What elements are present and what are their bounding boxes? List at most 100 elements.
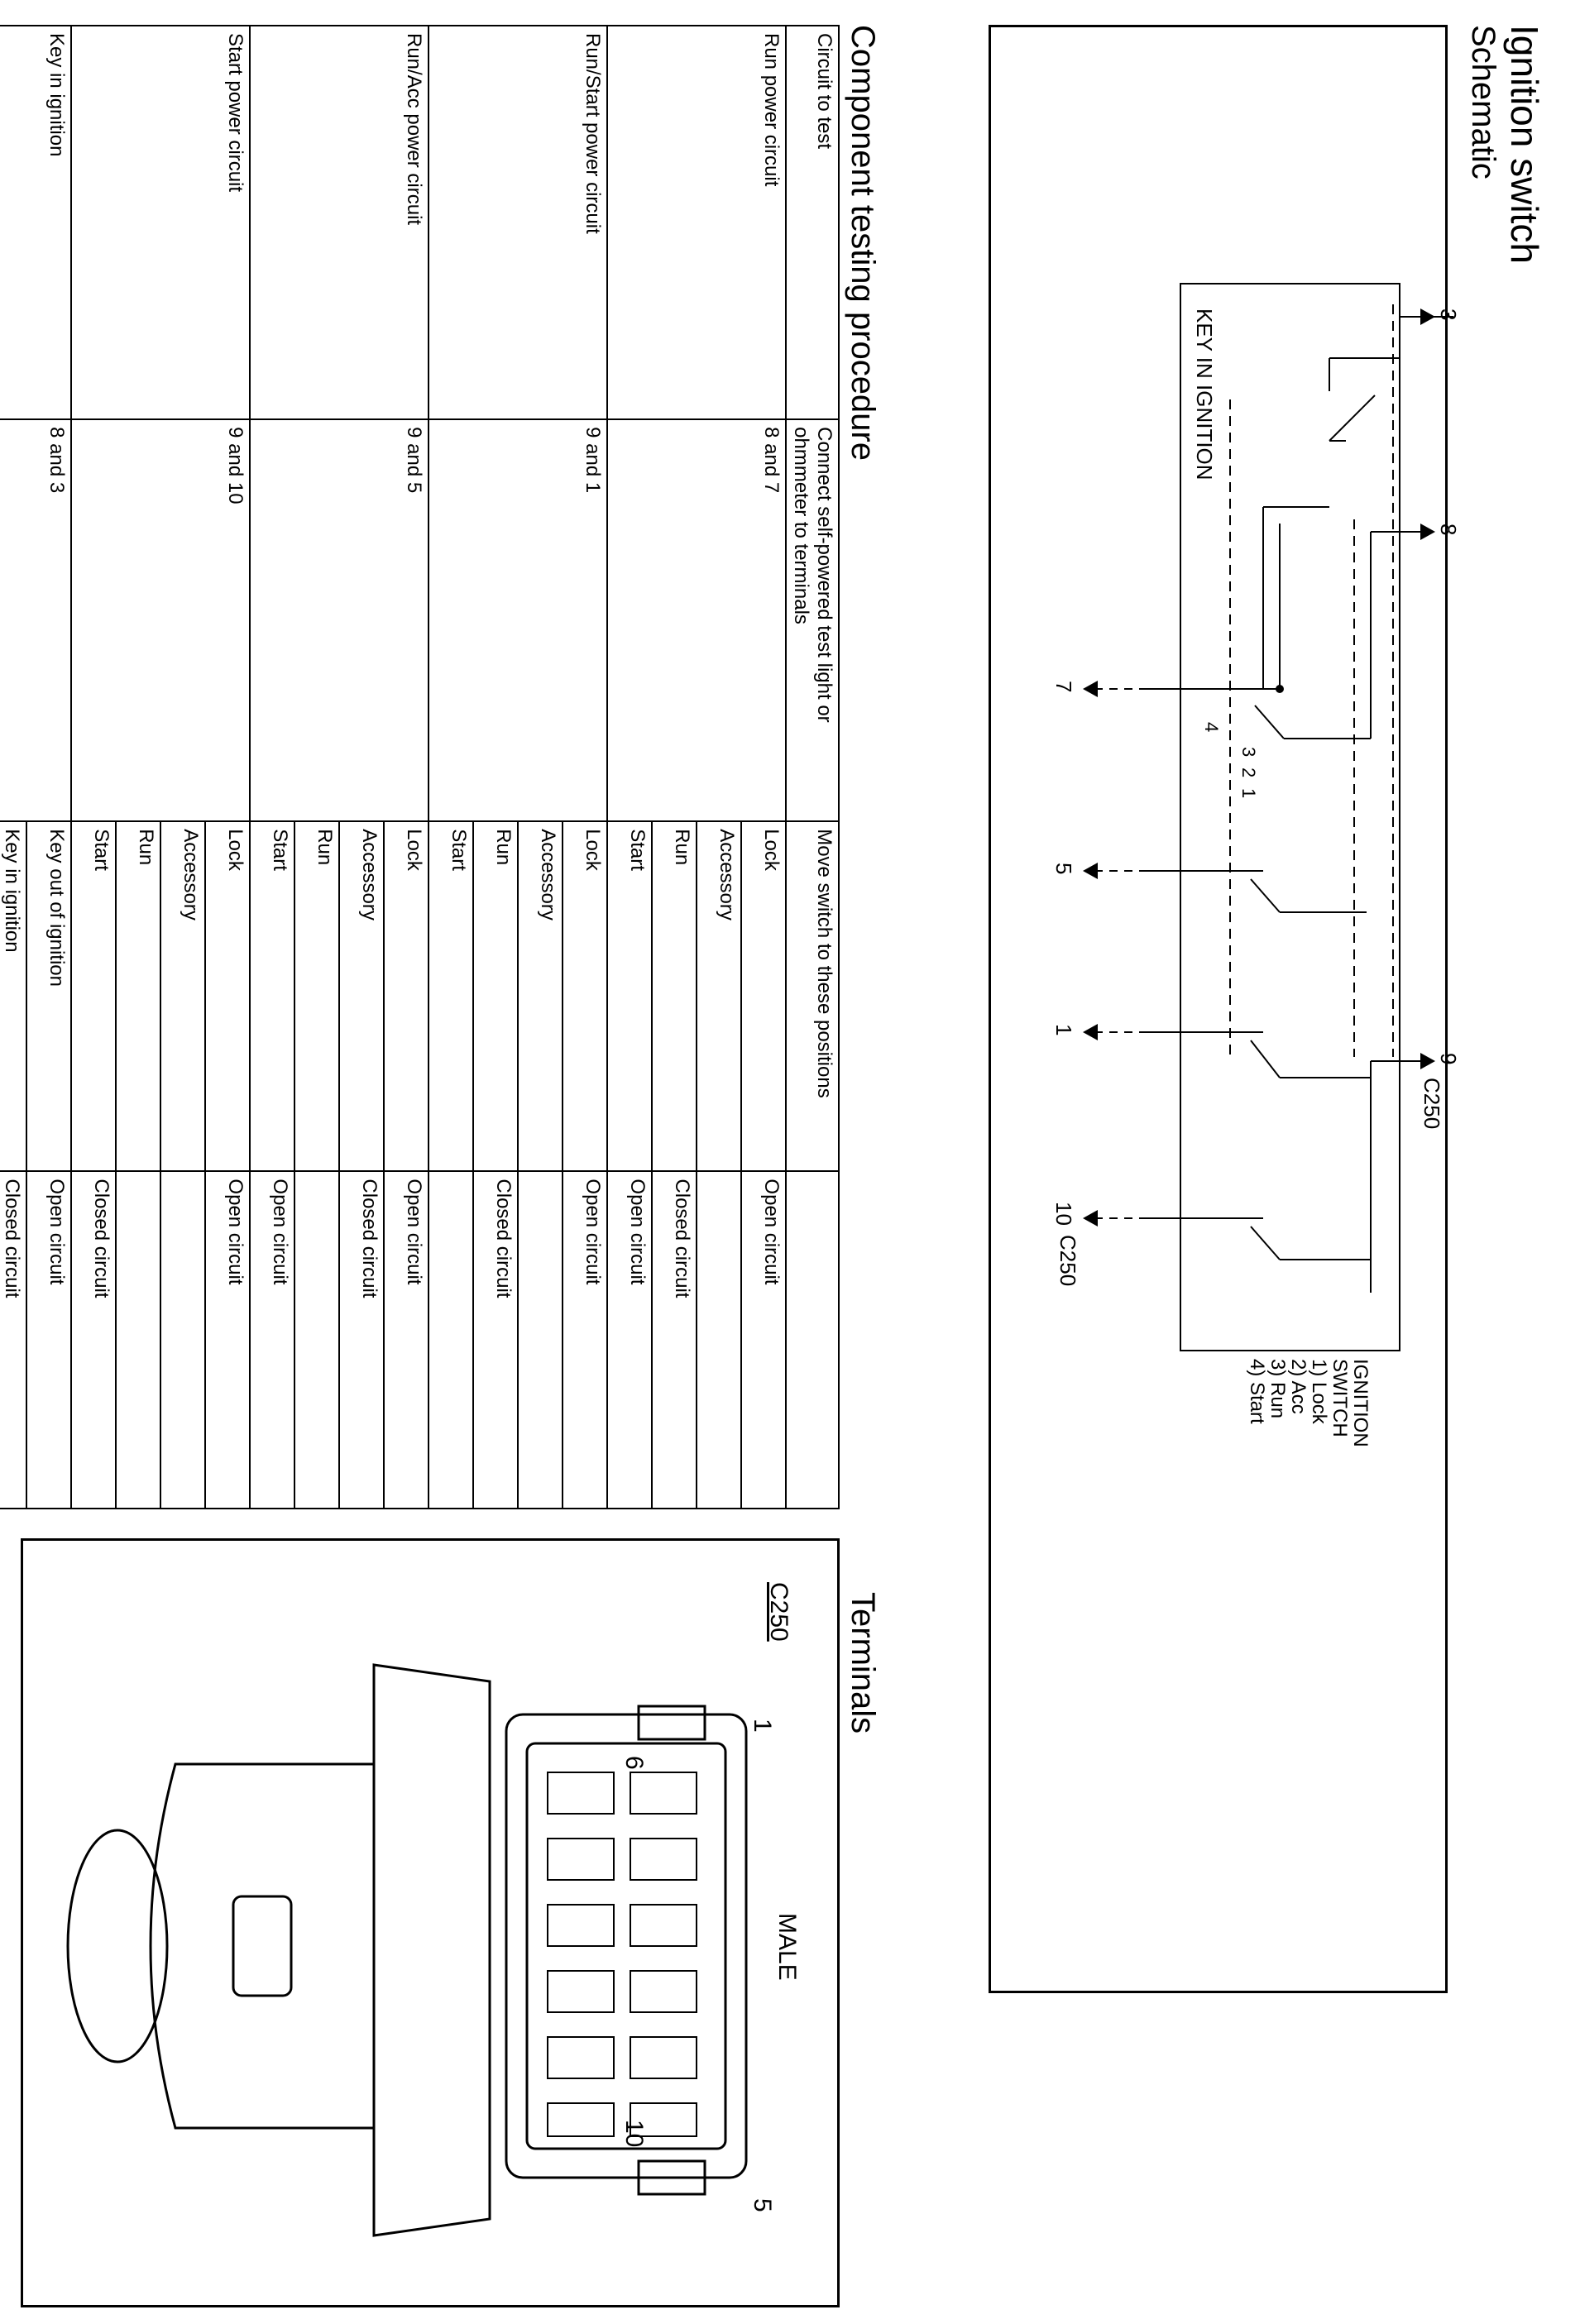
procedure-heading: Component testing procedure — [845, 25, 881, 461]
circuit-cell: Start power circuit — [71, 26, 250, 420]
circuit-cell: Run power circuit — [607, 26, 786, 420]
page-title: Ignition switch — [1503, 25, 1546, 264]
position-cell: Lock — [741, 821, 786, 1172]
terminal-3-arrow — [1420, 308, 1435, 325]
position-cell: Accessory — [160, 821, 205, 1172]
position-cell: Key in ignition — [0, 821, 26, 1172]
terminals-cell: 9 and 5 — [250, 419, 429, 822]
terminal-1-arrow — [1083, 1024, 1098, 1040]
pin-label-6: 6 — [620, 1756, 648, 1770]
position-cell: Accessory — [339, 821, 384, 1172]
switch-legend: IGNITION SWITCH 1) Lock 2) Acc 3) Run 4)… — [1246, 1359, 1372, 1447]
terminals-heading: Terminals — [845, 1592, 881, 1734]
terminals-frame: C250 1 6 10 5 MALE — [21, 1538, 840, 2307]
terminals-cell: 9 and 10 — [71, 419, 250, 822]
pos-4-label: 4 — [1201, 722, 1222, 732]
result-cell — [116, 1171, 160, 1509]
position-cell: Lock — [205, 821, 250, 1172]
connector-c250-top: C250 — [1420, 1078, 1444, 1129]
result-cell — [518, 1171, 563, 1509]
terminals-cell: 8 and 3 — [0, 419, 71, 822]
result-cell: Closed circuit — [652, 1171, 697, 1509]
pin-label-5: 5 — [749, 2198, 776, 2212]
terminal-1-label: 1 — [1051, 1024, 1076, 1035]
pin-label-1: 1 — [749, 1719, 776, 1733]
pos-1-label: 1 — [1238, 788, 1259, 798]
col-circuit: Circuit to test — [786, 26, 839, 420]
pos-3-label: 3 — [1238, 747, 1259, 757]
svg-text:IGNITION: IGNITION — [1349, 1359, 1372, 1447]
procedure-table: Circuit to test Connect self-powered tes… — [0, 25, 840, 1509]
key-cylinder — [66, 1829, 169, 2063]
circuit-cell: Key in ignition — [0, 26, 71, 420]
connector-face — [505, 1713, 748, 2179]
terminal-8-label: 8 — [1436, 524, 1461, 535]
terminal-7-arrow — [1083, 681, 1098, 697]
connector-body — [372, 1663, 491, 2237]
connector-name: C250 — [765, 1582, 792, 1642]
position-cell: Accessory — [518, 821, 563, 1172]
terminals-cell: 9 and 1 — [429, 419, 607, 822]
result-cell: Open circuit — [563, 1171, 607, 1509]
position-cell: Start — [71, 821, 116, 1172]
terminal-5-arrow — [1083, 863, 1098, 879]
position-cell: Run — [652, 821, 697, 1172]
circuit-cell: Run/Start power circuit — [429, 26, 607, 420]
result-cell — [697, 1171, 741, 1509]
position-cell: Run — [116, 821, 160, 1172]
result-cell: Closed circuit — [339, 1171, 384, 1509]
switch-barrel — [149, 1762, 374, 2130]
terminal-9-arrow — [1420, 1053, 1435, 1069]
result-cell: Open circuit — [26, 1171, 71, 1509]
terminal-10-label: 10 — [1051, 1202, 1076, 1226]
terminal-3-label: 3 — [1436, 308, 1461, 320]
position-cell: Run — [294, 821, 339, 1172]
col-result — [786, 1171, 839, 1509]
terminal-5-label: 5 — [1051, 863, 1076, 874]
col-positions: Move switch to these positions — [786, 821, 839, 1172]
position-cell: Accessory — [697, 821, 741, 1172]
result-cell: Open circuit — [250, 1171, 294, 1509]
col-terminals: Connect self-powered test light or ohmme… — [786, 419, 839, 822]
key-in-ignition-label: KEY IN IGNITION — [1192, 308, 1217, 481]
result-cell: Open circuit — [741, 1171, 786, 1509]
circuit-cell: Run/Acc power circuit — [250, 26, 429, 420]
result-cell: Open circuit — [607, 1171, 652, 1509]
terminal-7-label: 7 — [1051, 681, 1076, 692]
result-cell: Closed circuit — [473, 1171, 518, 1509]
svg-text:4) Start: 4) Start — [1246, 1359, 1268, 1424]
result-cell: Closed circuit — [0, 1171, 26, 1509]
result-cell — [160, 1171, 205, 1509]
result-cell: Open circuit — [205, 1171, 250, 1509]
ignition-switch-schematic: 3 8 7 5 1 9 10 C250 C250 KEY IN IGNITION… — [1051, 283, 1461, 1447]
pos-2-label: 2 — [1238, 767, 1259, 777]
result-cell — [294, 1171, 339, 1509]
pin-label-10: 10 — [620, 2120, 648, 2147]
svg-text:1) Lock: 1) Lock — [1308, 1359, 1330, 1425]
svg-text:SWITCH: SWITCH — [1329, 1359, 1351, 1437]
schematic-heading: Schematic — [1465, 25, 1501, 179]
result-cell: Closed circuit — [71, 1171, 116, 1509]
schematic-frame: 3 8 7 5 1 9 10 C250 C250 KEY IN IGNITION… — [989, 25, 1461, 1993]
terminal-9-label: 9 — [1436, 1053, 1461, 1064]
switch-housing — [1180, 283, 1400, 1351]
position-cell: Lock — [384, 821, 429, 1172]
connector-c250-bottom: C250 — [1056, 1235, 1080, 1286]
position-cell: Start — [250, 821, 294, 1172]
position-cell: Start — [607, 821, 652, 1172]
position-cell: Run — [473, 821, 518, 1172]
connector-drawing: C250 1 6 10 5 MALE — [66, 1582, 801, 2237]
position-cell: Key out of ignition — [26, 821, 71, 1172]
pin-cavities — [547, 1772, 697, 2137]
terminals-cell: 8 and 7 — [607, 419, 786, 822]
result-cell — [429, 1171, 473, 1509]
svg-text:3) Run: 3) Run — [1266, 1359, 1289, 1418]
position-cell: Start — [429, 821, 473, 1172]
svg-text:2) Acc: 2) Acc — [1287, 1359, 1309, 1414]
